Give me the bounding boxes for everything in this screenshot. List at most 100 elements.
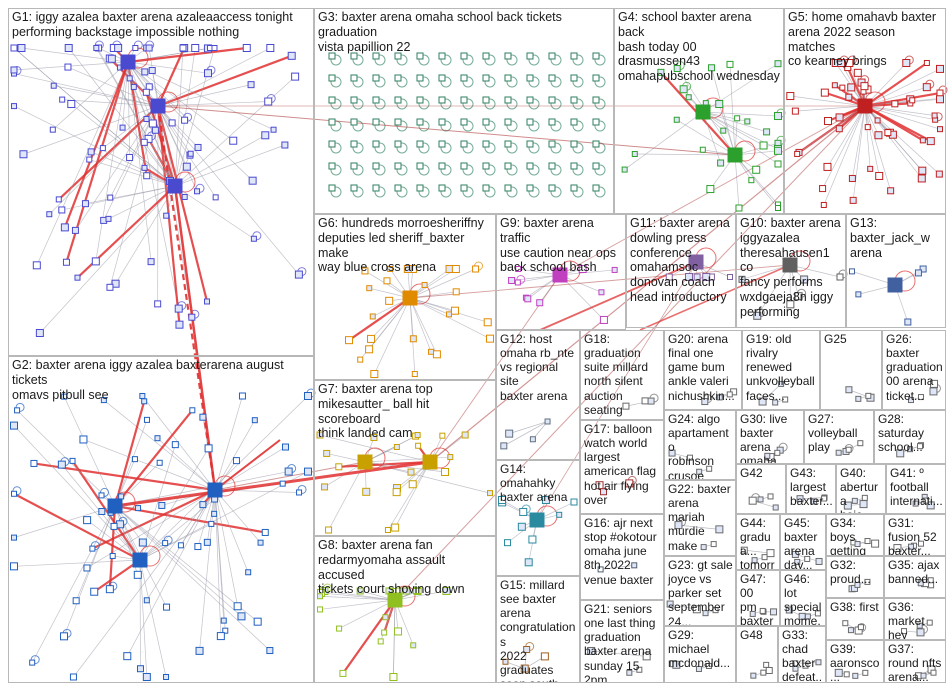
- isolate-node[interactable]: [460, 184, 468, 192]
- node[interactable]: [237, 612, 246, 621]
- node[interactable]: [109, 552, 116, 559]
- node[interactable]: [836, 273, 844, 281]
- node[interactable]: [281, 443, 289, 451]
- node[interactable]: [862, 669, 869, 676]
- node[interactable]: [909, 97, 916, 104]
- node[interactable]: [126, 153, 134, 161]
- node[interactable]: [143, 597, 150, 604]
- node[interactable]: [570, 498, 578, 506]
- node[interactable]: [775, 205, 781, 211]
- node[interactable]: [699, 146, 706, 153]
- node[interactable]: [520, 664, 529, 673]
- node[interactable]: [857, 440, 864, 447]
- isolate-node[interactable]: [350, 52, 358, 60]
- node[interactable]: [631, 150, 638, 157]
- node[interactable]: [287, 51, 296, 60]
- node[interactable]: [409, 335, 417, 343]
- node[interactable]: [907, 543, 914, 550]
- node[interactable]: [107, 54, 116, 63]
- node[interactable]: [452, 288, 460, 296]
- node[interactable]: [61, 393, 68, 400]
- node[interactable]: [304, 392, 312, 400]
- node[interactable]: [716, 394, 723, 401]
- node[interactable]: [450, 306, 459, 315]
- node[interactable]: [930, 379, 939, 388]
- node[interactable]: [727, 274, 733, 280]
- isolate-node[interactable]: [526, 162, 534, 170]
- node[interactable]: [421, 281, 428, 288]
- node[interactable]: [541, 496, 550, 504]
- node[interactable]: [177, 542, 184, 549]
- node[interactable]: [148, 66, 156, 74]
- node[interactable]: [163, 674, 170, 680]
- node[interactable]: [715, 100, 724, 109]
- node[interactable]: [665, 273, 673, 281]
- node[interactable]: [855, 291, 862, 298]
- node[interactable]: [402, 587, 410, 595]
- node[interactable]: [141, 164, 148, 171]
- node[interactable]: [702, 273, 711, 281]
- node[interactable]: [151, 126, 159, 134]
- isolate-node[interactable]: [548, 184, 556, 192]
- isolate-node[interactable]: [460, 118, 468, 126]
- node[interactable]: [387, 266, 394, 272]
- node[interactable]: [917, 174, 926, 183]
- node[interactable]: [820, 88, 829, 97]
- isolate-node[interactable]: [592, 74, 600, 82]
- node[interactable]: [69, 457, 76, 464]
- isolate-node[interactable]: [460, 52, 468, 60]
- node[interactable]: [500, 442, 508, 450]
- isolate-node[interactable]: [526, 118, 534, 126]
- node[interactable]: [515, 266, 522, 272]
- isolate-node[interactable]: [438, 74, 446, 82]
- node[interactable]: [896, 449, 905, 458]
- node[interactable]: [821, 495, 828, 502]
- node[interactable]: [410, 642, 417, 649]
- hub-node[interactable]: [552, 267, 568, 283]
- node[interactable]: [253, 617, 262, 626]
- node[interactable]: [802, 662, 809, 669]
- node[interactable]: [791, 550, 799, 558]
- isolate-node[interactable]: [592, 184, 600, 192]
- node[interactable]: [10, 421, 18, 430]
- node[interactable]: [69, 673, 77, 681]
- node[interactable]: [242, 44, 251, 52]
- isolate-node[interactable]: [350, 140, 358, 148]
- node[interactable]: [50, 82, 57, 89]
- node[interactable]: [304, 467, 312, 476]
- node[interactable]: [403, 265, 412, 273]
- node[interactable]: [712, 607, 719, 614]
- node[interactable]: [248, 176, 257, 185]
- isolate-node[interactable]: [394, 74, 402, 82]
- node[interactable]: [64, 63, 72, 71]
- node[interactable]: [316, 431, 324, 439]
- node[interactable]: [461, 431, 469, 439]
- node[interactable]: [843, 501, 852, 510]
- node[interactable]: [692, 605, 701, 614]
- node[interactable]: [62, 258, 70, 266]
- node[interactable]: [90, 587, 99, 596]
- node[interactable]: [174, 304, 183, 313]
- node[interactable]: [587, 646, 596, 655]
- node[interactable]: [668, 449, 676, 457]
- node[interactable]: [203, 538, 211, 546]
- node[interactable]: [204, 298, 211, 305]
- node[interactable]: [847, 83, 856, 92]
- node[interactable]: [105, 215, 112, 222]
- node[interactable]: [232, 457, 240, 465]
- isolate-node[interactable]: [416, 118, 424, 126]
- node[interactable]: [760, 669, 767, 676]
- isolate-node[interactable]: [460, 162, 468, 170]
- isolate-node[interactable]: [350, 162, 358, 170]
- node[interactable]: [726, 391, 733, 398]
- node[interactable]: [114, 44, 123, 52]
- node[interactable]: [912, 500, 919, 507]
- hub-node[interactable]: [422, 454, 438, 470]
- node[interactable]: [715, 525, 724, 534]
- node[interactable]: [922, 83, 931, 92]
- node[interactable]: [726, 60, 734, 68]
- node[interactable]: [916, 628, 925, 637]
- node[interactable]: [761, 554, 768, 561]
- node[interactable]: [257, 539, 264, 546]
- isolate-node[interactable]: [394, 52, 402, 60]
